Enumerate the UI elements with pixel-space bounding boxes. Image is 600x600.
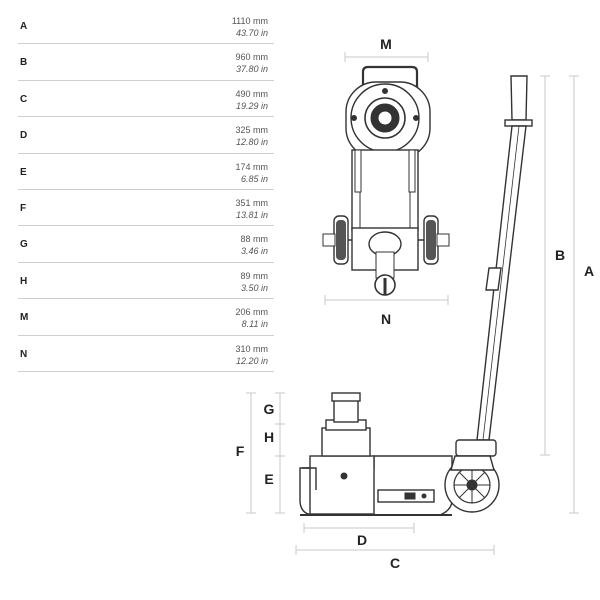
upper-ram	[333, 397, 359, 423]
spec-values: 174 mm 6.85 in	[235, 161, 268, 185]
spec-key: N	[20, 348, 28, 360]
front-view: M N	[322, 36, 450, 327]
spec-in-value: 8.11 in	[241, 319, 268, 330]
pump-handle	[476, 125, 527, 441]
spec-in-value: 6.85 in	[240, 173, 268, 184]
spec-in-value: 19.29 in	[235, 100, 268, 111]
spec-values: 490 mm 19.29 in	[235, 88, 268, 112]
spec-values: 310 mm 12.20 in	[235, 343, 268, 367]
dimension-label-b: B	[555, 247, 565, 263]
spec-row-c: C 490 mm 19.29 in	[18, 81, 274, 118]
dimension-label-d: D	[357, 532, 367, 548]
spec-values: 1110 mm 43.70 in	[232, 15, 268, 39]
spec-mm-value: 88 mm	[240, 234, 268, 245]
dimension-label-m: M	[380, 36, 392, 52]
lower-ram	[321, 427, 371, 457]
spec-key: H	[20, 275, 28, 287]
jack-body-column	[351, 149, 419, 231]
spec-in-value: 3.46 in	[240, 246, 268, 257]
handle-grip	[510, 75, 528, 121]
spec-values: 325 mm 12.80 in	[235, 124, 268, 148]
dimension-table: A 1110 mm 43.70 in B 960 mm 37.80 in C 4…	[18, 8, 274, 372]
handle-pivot	[455, 439, 497, 457]
saddle-top	[331, 392, 361, 402]
spec-key: C	[20, 93, 28, 105]
spec-row-e: E 174 mm 6.85 in	[18, 154, 274, 190]
spec-mm-value: 351 mm	[235, 197, 268, 208]
spec-in-value: 13.81 in	[235, 209, 268, 220]
spec-key: M	[20, 312, 29, 324]
spec-mm-value: 960 mm	[235, 52, 268, 63]
carry-handle	[361, 65, 419, 88]
spec-in-value: 37.80 in	[235, 64, 268, 75]
spec-values: 351 mm 13.81 in	[235, 197, 268, 221]
spec-values: 206 mm 8.11 in	[235, 306, 268, 330]
spec-key: A	[20, 21, 28, 32]
spec-mm-value: 206 mm	[235, 307, 268, 318]
spec-mm-value: 325 mm	[235, 125, 268, 136]
dimension-label-e: E	[264, 471, 273, 487]
spec-mm-value: 310 mm	[235, 343, 268, 354]
spec-in-value: 12.80 in	[235, 137, 268, 148]
dimension-label-a: A	[584, 263, 594, 279]
cylinder-housing	[309, 455, 375, 515]
spec-in-value: 3.50 in	[240, 282, 268, 293]
spec-values: 89 mm 3.50 in	[240, 270, 268, 294]
side-view: A B F G H E D C	[236, 75, 594, 571]
dimension-label-f: F	[236, 443, 245, 459]
spec-key: G	[20, 239, 28, 251]
spec-mm-value: 174 mm	[235, 161, 268, 172]
dimension-label-c: C	[390, 555, 400, 571]
spec-row-m: M 206 mm 8.11 in	[18, 299, 274, 336]
spec-row-g: G 88 mm 3.46 in	[18, 226, 274, 263]
spec-mm-value: 1110 mm	[231, 16, 268, 26]
spec-mm-value: 490 mm	[235, 88, 268, 99]
spec-row-d: D 325 mm 12.80 in	[18, 117, 274, 154]
spec-row-f: F 351 mm 13.81 in	[18, 190, 274, 227]
spec-key: E	[20, 166, 27, 178]
spec-mm-value: 89 mm	[240, 270, 268, 281]
spec-row-a: A 1110 mm 43.70 in	[18, 8, 274, 45]
spec-in-value: 12.20 in	[235, 355, 268, 366]
spec-key: D	[20, 130, 28, 142]
dimension-label-g: G	[264, 401, 275, 417]
spec-row-b: B 960 mm 37.80 in	[18, 44, 274, 81]
spec-key: F	[20, 202, 27, 214]
spec-row-h: H 89 mm 3.50 in	[18, 263, 274, 300]
spec-values: 960 mm 37.80 in	[235, 51, 268, 75]
spec-row-n: N 310 mm 12.20 in	[18, 336, 274, 372]
spec-in-value: 43.70 in	[235, 28, 268, 38]
dimension-label-n: N	[381, 311, 391, 327]
dimension-label-h: H	[264, 429, 274, 445]
spec-values: 88 mm 3.46 in	[240, 233, 268, 257]
spec-key: B	[20, 57, 28, 69]
